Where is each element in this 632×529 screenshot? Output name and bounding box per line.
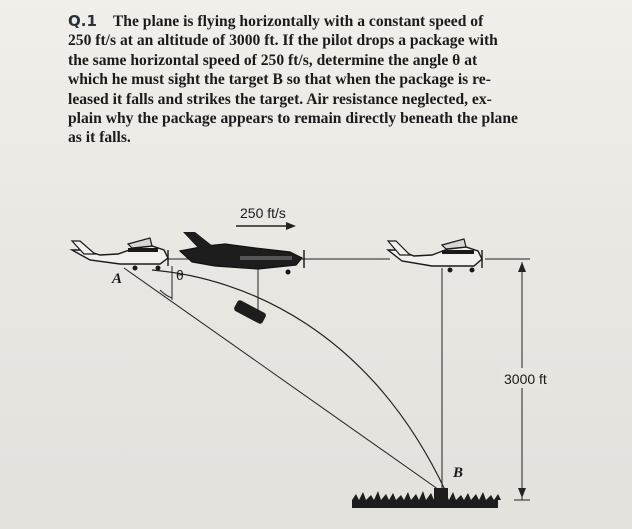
altitude-label: 3000 ft <box>504 371 547 387</box>
question-line-6: plain why the package appears to remain … <box>68 110 518 128</box>
question-line-2: 250 ft/s at an altitude of 3000 ft. If t… <box>68 32 498 50</box>
plane-icon-left <box>69 237 169 271</box>
speed-label: 250 ft/s <box>240 205 286 221</box>
target-b-label: B <box>452 465 463 481</box>
question-line-4: which he must sight the target B so that… <box>68 71 491 89</box>
plane-icon-dark <box>178 232 305 275</box>
question-line-5: leased it falls and strikes the target. … <box>68 90 492 108</box>
altitude-label-bg <box>502 368 550 388</box>
package-icon <box>234 300 266 324</box>
sight-line <box>123 267 443 493</box>
angle-arc <box>159 289 173 299</box>
altitude-arrow-bottom <box>518 488 526 498</box>
question-line-7: as it falls. <box>68 129 131 147</box>
altitude-arrow-top <box>518 262 526 272</box>
question-line-3: the same horizontal speed of 250 ft/s, d… <box>68 51 478 69</box>
plane-icon-right <box>385 238 483 273</box>
target-marker <box>434 488 448 500</box>
velocity-arrowhead <box>286 222 296 230</box>
angle-label: θ <box>176 267 184 283</box>
question-number: Q.1 <box>68 12 97 30</box>
trajectory-curve <box>151 269 447 493</box>
point-a-label: A <box>111 271 122 287</box>
ground-terrain <box>352 488 501 508</box>
